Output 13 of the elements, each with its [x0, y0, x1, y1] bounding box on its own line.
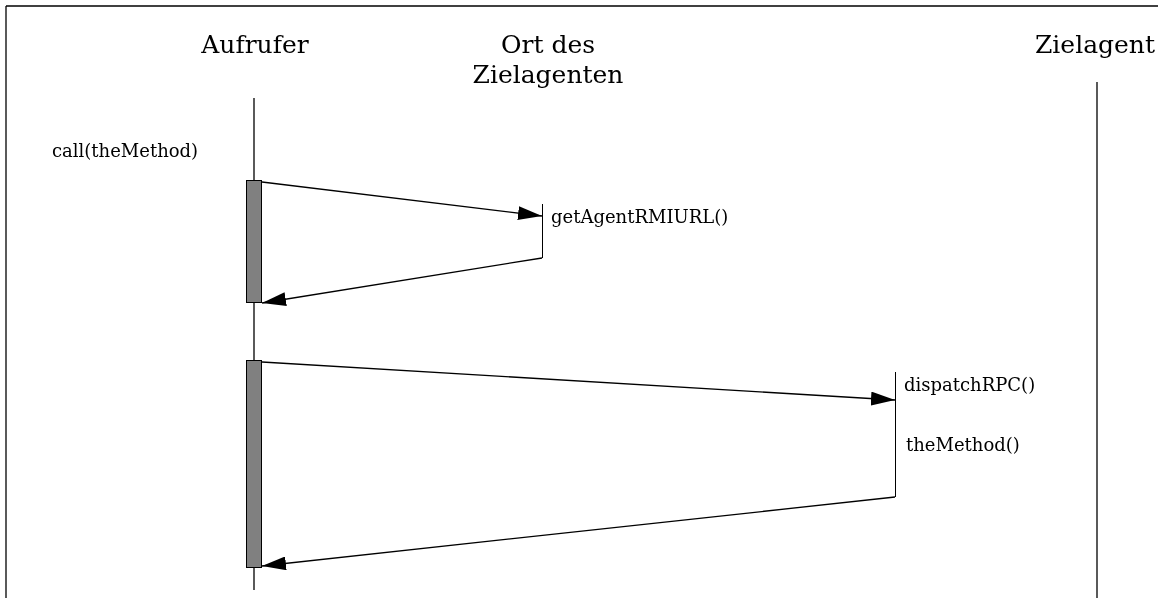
message-arrow [261, 361, 896, 406]
activation-bar [246, 360, 262, 568]
activation-bar [246, 180, 262, 303]
call-label: call(theMethod) [52, 140, 199, 162]
lifeline-heading: Ort des Zielagenten [440, 30, 656, 94]
message-arrow [261, 496, 896, 571]
message-arrow [261, 257, 543, 307]
lifeline-heading: Zielagent [1010, 30, 1160, 64]
method-label: getAgentRMIURL() [551, 206, 729, 228]
lifeline-heading: Aufrufer [175, 30, 335, 64]
method-label: dispatchRPC() [904, 374, 1036, 396]
method-label: theMethod() [906, 434, 1020, 456]
message-arrow [261, 181, 543, 221]
